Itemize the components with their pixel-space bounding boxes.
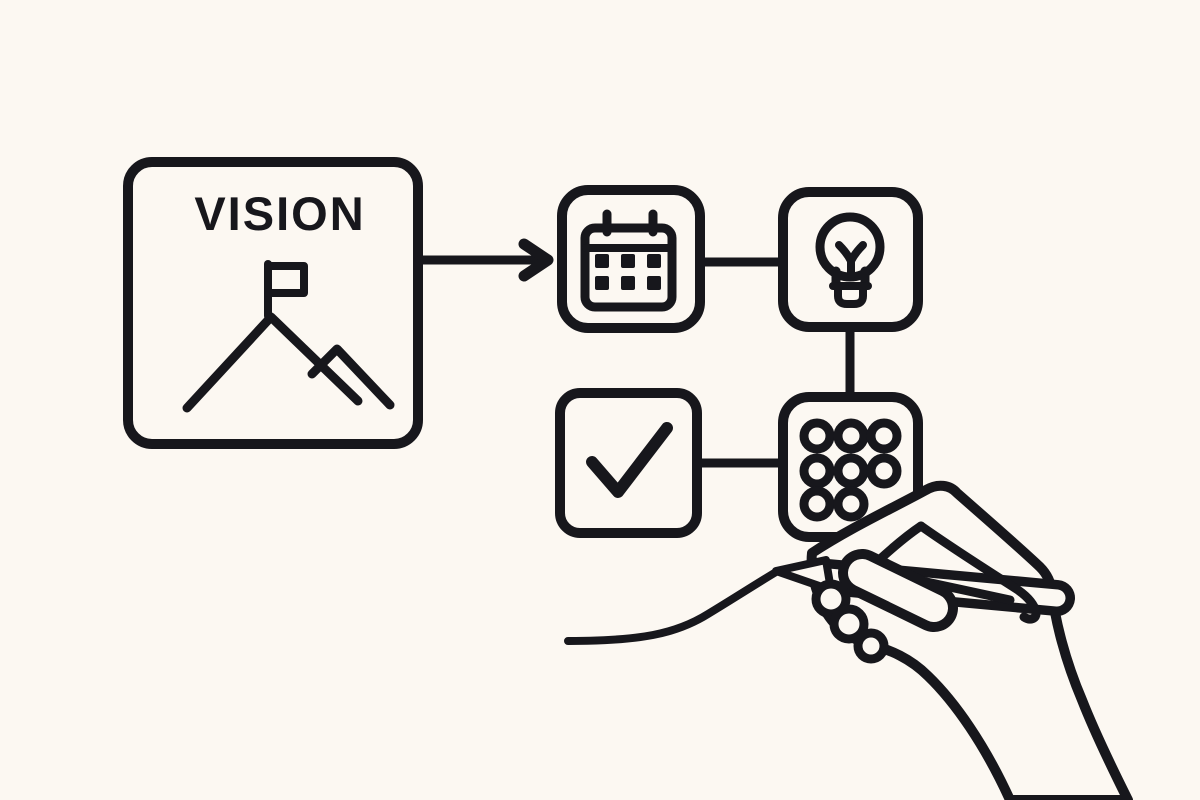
lightbulb-box	[778, 187, 923, 332]
mountain-small-peak	[307, 344, 395, 410]
drawn-curve	[564, 568, 780, 645]
vision-label: VISION	[194, 187, 365, 240]
hand-holding-pen-icon	[772, 480, 1133, 800]
flag	[264, 262, 308, 297]
thumb-fill	[848, 559, 948, 622]
calendar-node	[557, 185, 705, 333]
dot-grid-icon	[799, 418, 902, 522]
arrow-connector	[415, 238, 554, 282]
pen-tip	[772, 556, 835, 594]
curled-finger-3	[853, 628, 889, 664]
lightbulb-node	[778, 187, 923, 332]
vision-node: VISION	[123, 157, 423, 449]
checkmark-node	[555, 388, 702, 538]
calendar-icon	[580, 209, 677, 312]
vision-box	[123, 157, 423, 449]
curled-finger-2	[829, 604, 869, 644]
mountain-flag-icon	[182, 260, 395, 413]
curled-finger-1	[811, 579, 851, 619]
calendar-box	[557, 185, 705, 333]
arrow-head-icon	[518, 238, 554, 282]
checkmark-box	[555, 388, 702, 538]
checkmark-icon	[586, 422, 673, 498]
lightbulb-icon	[815, 212, 885, 308]
middle-finger-line	[916, 521, 1041, 624]
